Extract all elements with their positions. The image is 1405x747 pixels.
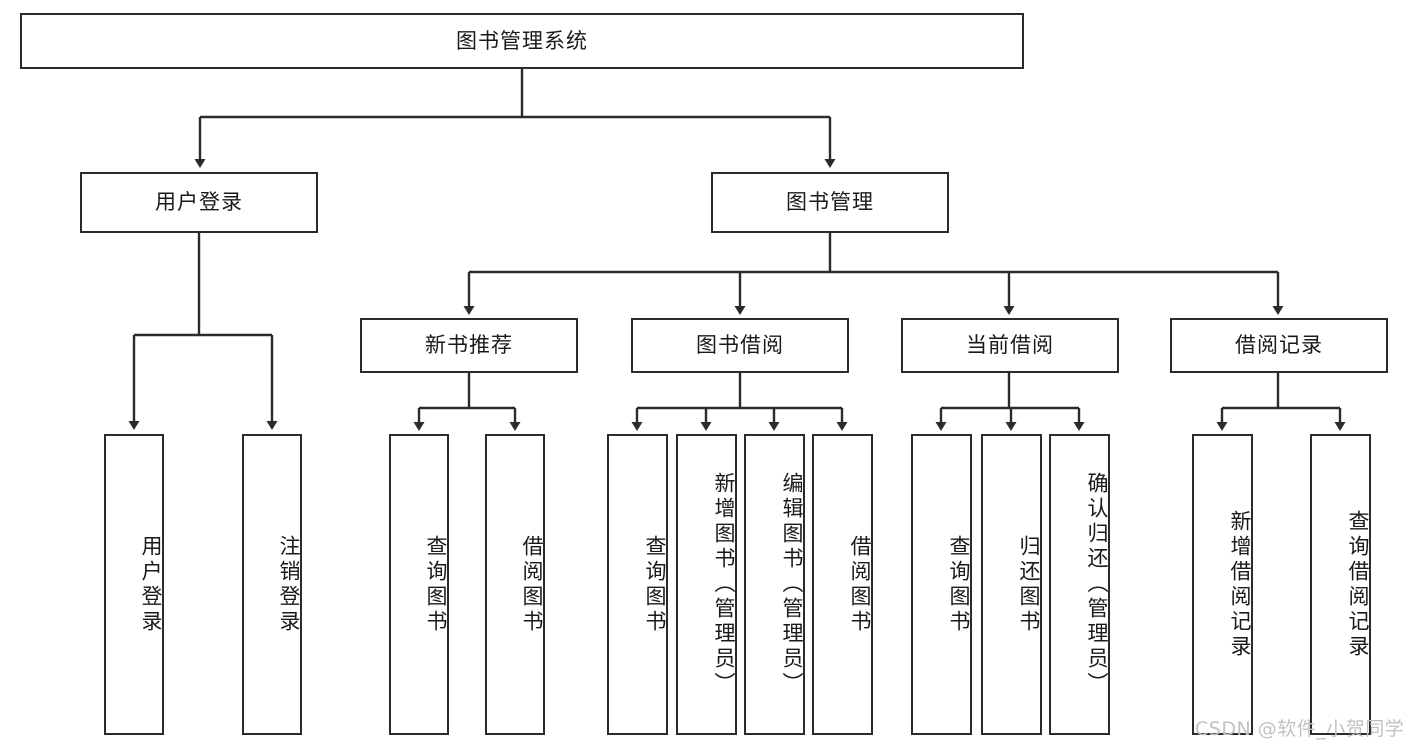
node-new-book-recommend-label: 新书推荐 bbox=[425, 333, 513, 358]
node-leaf-confirm-return-label: 确认归还（管理员） bbox=[1085, 472, 1109, 697]
watermark: CSDN @软件_小贺同学 bbox=[1195, 718, 1405, 740]
node-leaf-borrow-book-1[interactable]: 借阅图书 bbox=[485, 434, 545, 735]
node-leaf-return-book[interactable]: 归还图书 bbox=[981, 434, 1042, 735]
node-leaf-query-book-2-label: 查询图书 bbox=[643, 534, 667, 635]
node-leaf-return-book-label: 归还图书 bbox=[1017, 534, 1041, 635]
node-root[interactable]: 图书管理系统 bbox=[20, 13, 1024, 69]
node-leaf-user-login-label: 用户登录 bbox=[139, 534, 163, 635]
node-book-manage-label: 图书管理 bbox=[786, 190, 874, 215]
node-leaf-confirm-return[interactable]: 确认归还（管理员） bbox=[1049, 434, 1110, 735]
node-leaf-query-book-3-label: 查询图书 bbox=[947, 534, 971, 635]
node-leaf-query-record-label: 查询借阅记录 bbox=[1346, 509, 1370, 660]
connectors-new-book-recommend bbox=[413, 373, 521, 431]
node-leaf-borrow-book-2[interactable]: 借阅图书 bbox=[812, 434, 873, 735]
node-new-book-recommend[interactable]: 新书推荐 bbox=[360, 318, 578, 373]
node-borrow-record[interactable]: 借阅记录 bbox=[1170, 318, 1388, 373]
node-leaf-query-book-2[interactable]: 查询图书 bbox=[607, 434, 668, 735]
node-book-manage[interactable]: 图书管理 bbox=[711, 172, 949, 233]
node-leaf-borrow-book-2-label: 借阅图书 bbox=[848, 534, 872, 635]
node-leaf-borrow-book-1-label: 借阅图书 bbox=[520, 534, 544, 635]
connectors-book-borrow bbox=[631, 373, 848, 431]
node-leaf-edit-book-label: 编辑图书（管理员） bbox=[780, 472, 804, 697]
node-leaf-query-book-1-label: 查询图书 bbox=[424, 534, 448, 635]
node-user-login-label: 用户登录 bbox=[155, 190, 243, 215]
node-user-login[interactable]: 用户登录 bbox=[80, 172, 318, 233]
node-leaf-add-record-label: 新增借阅记录 bbox=[1228, 509, 1252, 660]
node-leaf-user-logout-label: 注销登录 bbox=[277, 534, 301, 635]
connectors-book-manage bbox=[463, 233, 1284, 315]
node-leaf-user-login[interactable]: 用户登录 bbox=[104, 434, 164, 735]
node-book-borrow-label: 图书借阅 bbox=[696, 333, 784, 358]
connectors-current-borrow bbox=[935, 373, 1085, 431]
node-leaf-edit-book[interactable]: 编辑图书（管理员） bbox=[744, 434, 805, 735]
node-borrow-record-label: 借阅记录 bbox=[1235, 333, 1323, 358]
node-leaf-add-book[interactable]: 新增图书（管理员） bbox=[676, 434, 737, 735]
node-leaf-query-book-1[interactable]: 查询图书 bbox=[389, 434, 449, 735]
connectors-user-login bbox=[128, 233, 278, 430]
node-root-label: 图书管理系统 bbox=[456, 28, 588, 53]
node-current-borrow[interactable]: 当前借阅 bbox=[901, 318, 1119, 373]
node-leaf-query-book-3[interactable]: 查询图书 bbox=[911, 434, 972, 735]
node-book-borrow[interactable]: 图书借阅 bbox=[631, 318, 849, 373]
node-leaf-add-book-label: 新增图书（管理员） bbox=[712, 472, 736, 697]
node-current-borrow-label: 当前借阅 bbox=[966, 333, 1054, 358]
connectors-borrow-record bbox=[1216, 373, 1346, 431]
node-leaf-query-record[interactable]: 查询借阅记录 bbox=[1310, 434, 1371, 735]
connectors-root bbox=[194, 69, 836, 168]
node-leaf-add-record[interactable]: 新增借阅记录 bbox=[1192, 434, 1253, 735]
node-leaf-user-logout[interactable]: 注销登录 bbox=[242, 434, 302, 735]
